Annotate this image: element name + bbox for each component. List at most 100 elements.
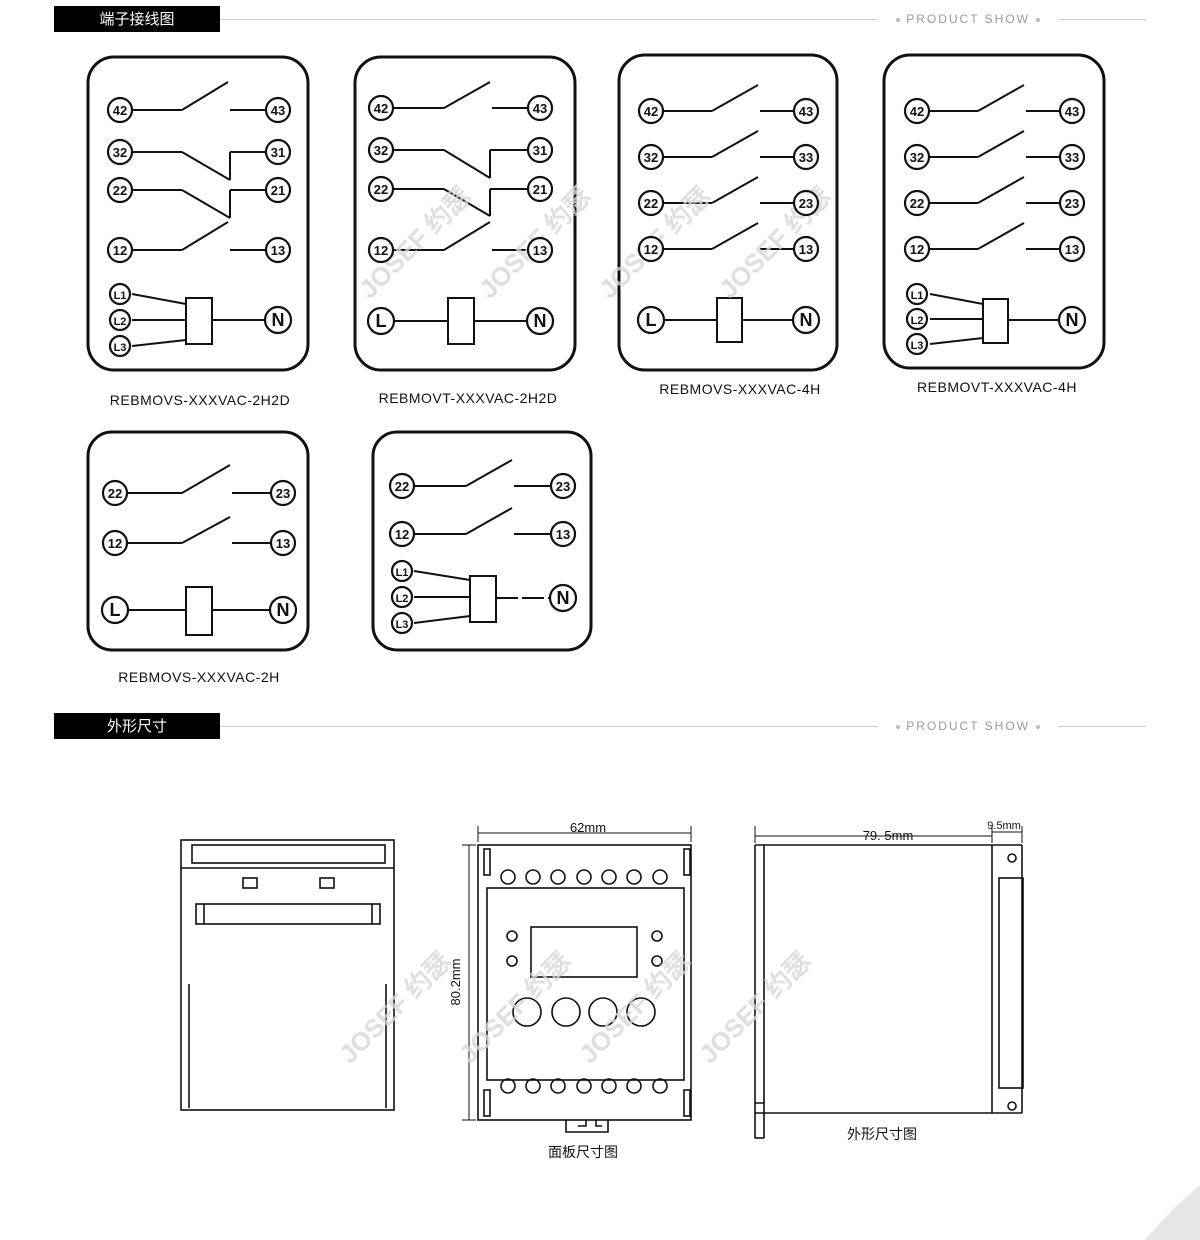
terminal-32-icon	[637, 143, 665, 171]
terminal-n-icon	[548, 583, 578, 613]
terminal-label: L3	[911, 340, 924, 352]
diagram-caption: REBMOVS-XXXVAC-2H	[118, 669, 280, 685]
terminal-12-icon	[388, 520, 416, 548]
terminal-21-icon	[264, 176, 292, 204]
terminal-label: 42	[113, 103, 127, 118]
diagram-caption: REBMOVS-XXXVAC-2H2D	[110, 392, 290, 408]
terminal-label: 13	[276, 536, 290, 551]
terminal-n-icon	[263, 305, 293, 335]
terminal-43-icon	[264, 96, 292, 124]
terminal-label: L1	[114, 290, 127, 302]
terminal-12-icon	[367, 236, 395, 264]
terminal-13-icon	[526, 236, 554, 264]
terminal-13-icon	[264, 236, 292, 264]
terminal-label: L1	[396, 567, 409, 579]
terminal-label: 42	[644, 104, 658, 119]
terminal-label: 12	[644, 242, 658, 257]
side-view-drawing	[754, 826, 1024, 1139]
terminal-label: 42	[374, 101, 388, 116]
terminal-label: L3	[114, 342, 127, 354]
terminal-label: 23	[1065, 196, 1079, 211]
terminal-31-icon	[526, 136, 554, 164]
terminal-label: 13	[556, 527, 570, 542]
terminal-43-icon	[792, 97, 820, 125]
terminal-label: 32	[374, 143, 388, 158]
terminal-label: 13	[1065, 242, 1079, 257]
terminal-label: L1	[911, 290, 924, 302]
terminal-label: L	[646, 310, 657, 330]
dimension-width-label: 62mm	[570, 820, 606, 835]
terminal-32-icon	[903, 143, 931, 171]
terminal-label: L2	[114, 316, 127, 328]
terminal-l2-icon	[390, 585, 414, 609]
wiring-diagram-4	[882, 53, 1106, 370]
terminal-l2-icon	[108, 308, 132, 332]
watermark: JOSEF 约瑟	[573, 946, 696, 1069]
terminal-13-icon	[269, 529, 297, 557]
terminal-label: 12	[108, 536, 122, 551]
dimension-height-label: 80.2mm	[448, 959, 463, 1006]
diagram-caption: REBMOVT-XXXVAC-4H	[917, 379, 1077, 395]
terminal-n-icon	[268, 595, 298, 625]
wiring-diagram-3	[617, 53, 839, 372]
terminal-label: 43	[1065, 104, 1079, 119]
wiring-diagram-2	[353, 55, 577, 372]
dot-icon	[1036, 17, 1040, 22]
brand-label: PRODUCT SHOW	[906, 719, 1030, 733]
terminal-l-icon	[636, 305, 666, 335]
terminal-label: 22	[644, 196, 658, 211]
terminal-label: 13	[271, 243, 285, 258]
section-divider	[220, 19, 1146, 20]
terminal-label: 33	[799, 150, 813, 165]
section-title: 外形尺寸	[54, 713, 220, 739]
section-title: 端子接线图	[54, 6, 220, 32]
terminal-l-icon	[366, 306, 396, 336]
terminal-label: 32	[910, 150, 924, 165]
diagram-caption: REBMOVS-XXXVAC-4H	[659, 381, 821, 397]
terminal-label: N	[557, 588, 570, 608]
terminal-label: 12	[395, 527, 409, 542]
terminal-label: 32	[113, 145, 127, 160]
terminal-l1-icon	[905, 282, 929, 306]
terminal-22-icon	[388, 472, 416, 500]
terminal-label: L3	[396, 619, 409, 631]
front-panel-drawing	[462, 826, 692, 1133]
terminal-l2-icon	[905, 307, 929, 331]
section-header-dimensions: 外形尺寸 PRODUCT SHOW	[54, 713, 1146, 739]
terminal-12-icon	[106, 236, 134, 264]
dot-icon	[896, 724, 901, 729]
diagram-caption: REBMOVT-XXXVAC-2H2D	[379, 390, 558, 406]
terminal-42-icon	[903, 97, 931, 125]
terminal-22-icon	[637, 189, 665, 217]
terminal-33-icon	[792, 143, 820, 171]
terminal-l3-icon	[905, 332, 929, 356]
terminal-label: 43	[799, 104, 813, 119]
wiring-diagram-5	[86, 430, 310, 652]
terminal-23-icon	[792, 189, 820, 217]
terminal-22-icon	[903, 189, 931, 217]
section-brand: PRODUCT SHOW	[878, 718, 1058, 734]
terminal-label: 22	[395, 479, 409, 494]
wiring-diagram-1	[86, 55, 310, 372]
terminal-32-icon	[367, 136, 395, 164]
dot-icon	[896, 17, 901, 22]
terminal-n-icon	[791, 305, 821, 335]
terminal-label: 31	[533, 143, 547, 158]
terminal-label: 13	[799, 242, 813, 257]
terminal-22-icon	[101, 479, 129, 507]
terminal-32-icon	[106, 138, 134, 166]
terminal-21-icon	[526, 175, 554, 203]
terminal-42-icon	[637, 97, 665, 125]
dot-icon	[1036, 724, 1040, 729]
terminal-label: L2	[396, 593, 409, 605]
terminal-label: 12	[113, 243, 127, 258]
terminal-label: 21	[271, 183, 285, 198]
dimension-depth-label: 79. 5mm	[863, 828, 914, 843]
terminal-label: 12	[374, 243, 388, 258]
wiring-diagram-6	[371, 430, 593, 652]
terminal-l3-icon	[108, 334, 132, 358]
dimension-offset-label: 9.5mm	[987, 820, 1021, 832]
terminal-43-icon	[1058, 97, 1086, 125]
terminal-23-icon	[269, 479, 297, 507]
